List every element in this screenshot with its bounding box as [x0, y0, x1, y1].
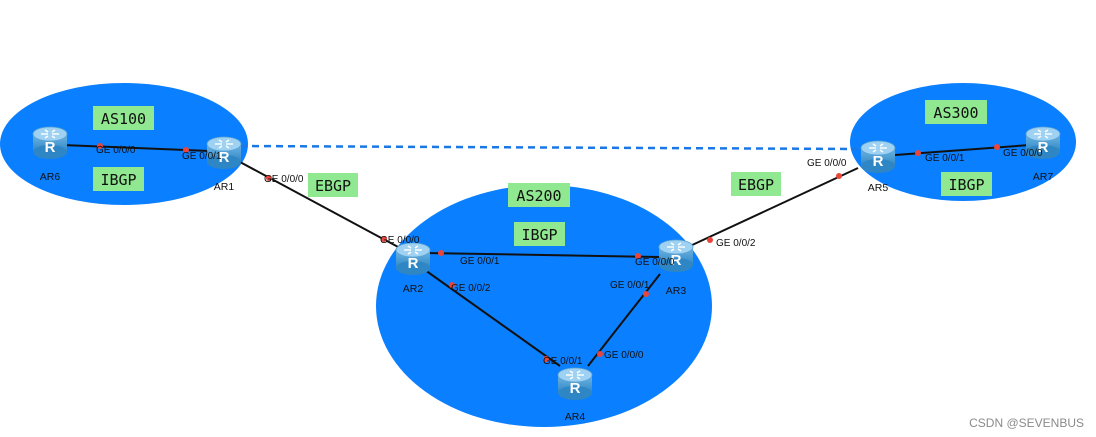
link-ar3-ar5	[689, 167, 859, 247]
tag-ebgp-left-text: EBGP	[315, 177, 351, 195]
port-label-ar6-ge000: GE 0/0/0	[96, 145, 136, 156]
port-label-ar4-ge001: GE 0/0/1	[543, 356, 583, 367]
router-ar2[interactable]	[395, 242, 431, 276]
tag-ebgp-left: EBGP	[308, 173, 358, 197]
router-name-ar3: AR3	[666, 285, 687, 297]
tag-ebgp-right-text: EBGP	[738, 176, 774, 194]
router-icon	[395, 242, 431, 276]
port-dots	[97, 143, 1000, 362]
as100-area	[0, 83, 248, 205]
router-ar4[interactable]	[557, 367, 593, 401]
tag-ibgp-as200-text: IBGP	[521, 226, 557, 244]
port-label-ar3-ge000: GE 0/0/0	[635, 257, 675, 268]
link-ar2-ar3	[424, 252, 661, 258]
router-ar5[interactable]	[860, 140, 896, 174]
port-dot	[707, 237, 713, 243]
router-name-ar1: AR1	[214, 181, 235, 193]
link-ar3-ar4	[587, 273, 661, 367]
port-dot	[915, 150, 921, 156]
router-name-ar2: AR2	[403, 283, 424, 295]
router-name-ar7: AR7	[1033, 171, 1054, 183]
router-icon	[860, 140, 896, 174]
tag-as100-text: AS100	[101, 110, 146, 128]
port-label-ar3-ge002: GE 0/0/2	[716, 238, 756, 249]
ar1-ar5-dashed-link	[239, 144, 859, 151]
tag-as100: AS100	[93, 106, 154, 130]
tag-ibgp-as100-text: IBGP	[100, 171, 136, 189]
port-label-ar5-ge000: GE 0/0/0	[807, 158, 847, 169]
link-ar2-ar4	[424, 269, 561, 367]
tag-as300-text: AS300	[933, 104, 978, 122]
tag-as200: AS200	[508, 183, 570, 207]
router-ar6[interactable]	[32, 126, 68, 160]
port-label-ar1-ge000: GE 0/0/0	[264, 174, 304, 185]
port-dot	[266, 175, 272, 181]
port-dot	[183, 147, 189, 153]
tag-ibgp-as100: IBGP	[93, 167, 144, 191]
tag-as300: AS300	[925, 100, 987, 124]
as200-area	[376, 185, 712, 427]
router-name-ar5: AR5	[868, 182, 889, 194]
router-icon	[557, 367, 593, 401]
port-dot	[836, 173, 842, 179]
port-dot	[97, 143, 103, 149]
port-dot	[449, 282, 455, 288]
port-label-ar3-ge001: GE 0/0/1	[610, 280, 650, 291]
port-dot	[635, 253, 641, 259]
tag-ibgp-as300: IBGP	[941, 172, 992, 196]
port-dot	[543, 356, 549, 362]
tag-ibgp-as200: IBGP	[514, 222, 565, 246]
tag-ebgp-right: EBGP	[731, 172, 781, 196]
tag-ibgp-as300-text: IBGP	[948, 176, 984, 194]
port-label-ar7-ge000: GE 0/0/0	[1003, 148, 1043, 159]
port-dot	[438, 250, 444, 256]
watermark: CSDN @SEVENBUS	[969, 416, 1084, 430]
port-label-ar1-ge001: GE 0/0/1	[182, 151, 222, 162]
as300-area	[850, 83, 1076, 201]
port-dot	[994, 144, 1000, 150]
port-label-ar4-ge000: GE 0/0/0	[604, 350, 644, 361]
port-dot	[643, 291, 649, 297]
router-name-ar6: AR6	[40, 171, 61, 183]
tag-as200-text: AS200	[516, 187, 561, 205]
port-label-ar2-ge000: GE 0/0/0	[380, 235, 420, 246]
port-label-ar2-ge001: GE 0/0/1	[460, 256, 500, 267]
port-dot	[381, 236, 387, 242]
port-label-ar2-ge002: GE 0/0/2	[451, 283, 491, 294]
port-label-ar5-ge001: GE 0/0/1	[925, 153, 965, 164]
router-name-ar4: AR4	[565, 411, 586, 423]
port-dot	[597, 351, 603, 357]
router-icon	[32, 126, 68, 160]
